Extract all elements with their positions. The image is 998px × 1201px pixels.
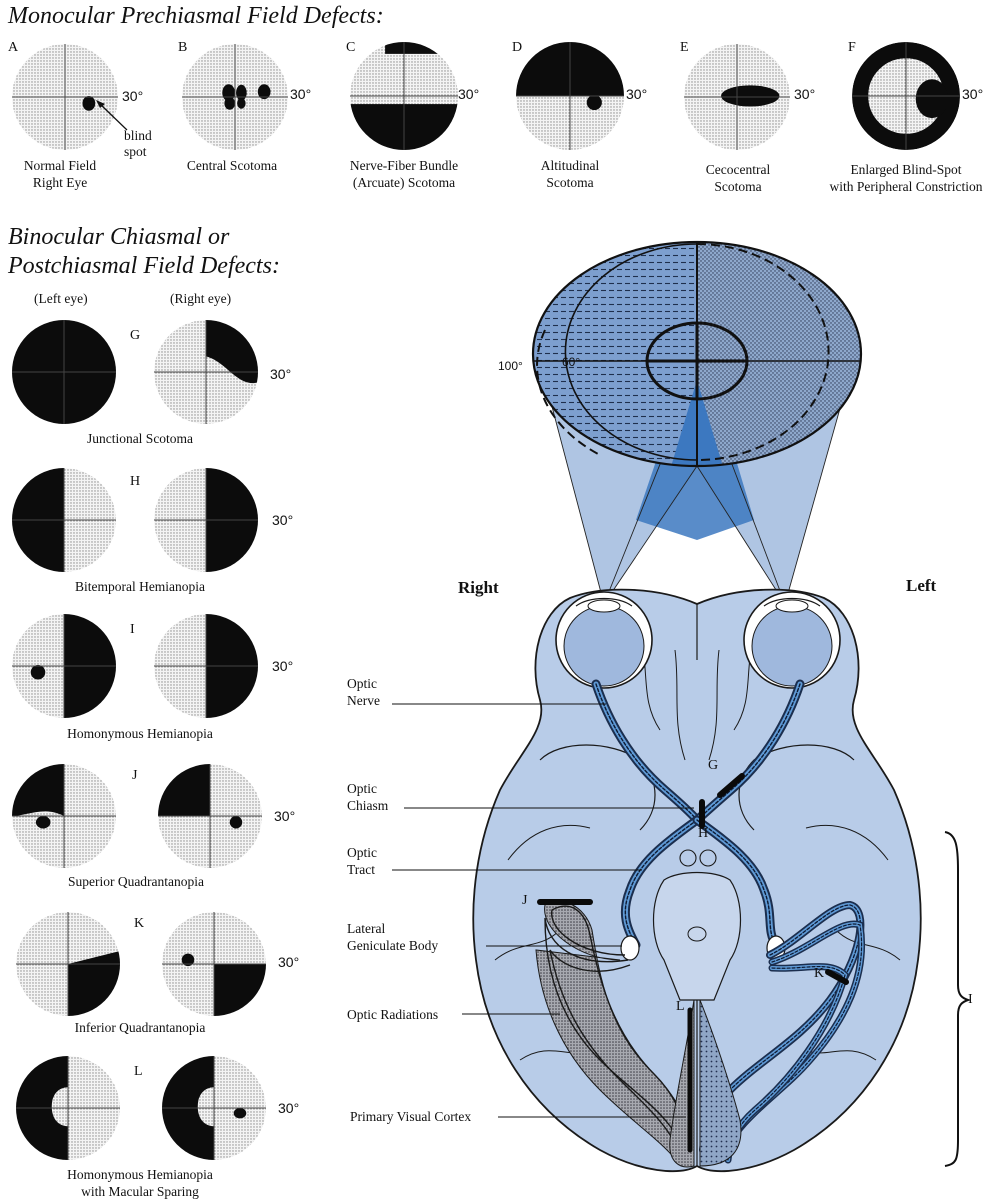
degree-label-i: 30° <box>272 658 294 674</box>
visual-field-i-left <box>12 614 116 718</box>
visual-field-j-left <box>12 764 116 868</box>
optic-tract-label-2: Tract <box>347 862 376 877</box>
optic-nerve-label-2: Nerve <box>347 693 380 708</box>
caption-a-2: Right Eye <box>32 175 88 190</box>
lesion-letter-i: I <box>968 992 973 1007</box>
visual-field-g-left <box>12 320 116 424</box>
field-letter-c: C <box>346 40 356 55</box>
primary-visual-cortex-label: Primary Visual Cortex <box>350 1109 472 1124</box>
degree-label-j: 30° <box>274 808 296 824</box>
optic-tract-label-1: Optic <box>347 845 377 860</box>
field-letter-h: H <box>130 474 141 489</box>
visual-field-e <box>684 44 790 150</box>
caption-f-2: with Peripheral Constriction <box>829 179 983 194</box>
optic-radiations-label: Optic Radiations <box>347 1007 439 1022</box>
optic-chiasm-label-1: Optic <box>347 781 377 796</box>
caption-g: Junctional Scotoma <box>86 431 194 446</box>
caption-a-1: Normal Field <box>23 158 97 173</box>
caption-d-1: Altitudinal <box>540 158 600 173</box>
degree-label-f: 30° <box>962 86 984 102</box>
left-eye-header: (Left eye) <box>34 291 88 306</box>
brainstem <box>652 871 742 1001</box>
degree-label-d: 30° <box>626 86 648 102</box>
visual-field-h-left <box>12 468 116 572</box>
degree-label-a: 30° <box>122 88 144 104</box>
visual-field-a <box>12 44 118 150</box>
visual-field-l-right <box>162 1056 266 1160</box>
right-eyeball <box>555 591 653 689</box>
caption-i: Homonymous Hemianopia <box>67 726 213 741</box>
degree-label-h: 30° <box>272 512 294 528</box>
degree-label-l: 30° <box>278 1100 300 1116</box>
visual-field-i-right <box>154 614 258 718</box>
visual-field-h-right <box>154 468 258 572</box>
field-letter-j: J <box>132 768 138 783</box>
binocular-heading-line2: Postchiasmal Field Defects: <box>8 253 280 279</box>
blind-spot-arrow <box>96 100 128 131</box>
caption-h: Bitemporal Hemianopia <box>74 579 206 594</box>
lesion-letter-g: G <box>708 758 719 773</box>
visual-field-k-left <box>16 912 120 1016</box>
caption-b-1: Central Scotoma <box>186 158 278 173</box>
angle-60-label: 60° <box>562 355 581 369</box>
caption-j: Superior Quadrantanopia <box>67 874 205 889</box>
caption-e-2: Scotoma <box>714 179 762 194</box>
degree-label-b: 30° <box>290 86 312 102</box>
optic-nerve-label-1: Optic <box>347 676 377 691</box>
left-primary-visual-cortex <box>699 999 742 1167</box>
degree-label-c: 30° <box>458 86 480 102</box>
caption-k: Inferior Quadrantanopia <box>74 1020 206 1035</box>
field-letter-i: I <box>130 622 135 637</box>
degree-label-g: 30° <box>270 366 292 382</box>
blind-spot-label-1: blind <box>124 128 152 143</box>
lesion-g-mark <box>717 773 745 798</box>
lesion-letter-l: L <box>676 999 685 1014</box>
caption-f-1: Enlarged Blind-Spot <box>850 162 962 177</box>
degree-label-e: 30° <box>794 86 816 102</box>
field-letter-d: D <box>512 40 523 55</box>
lesion-k-mark <box>825 969 849 985</box>
caption-l-1: Homonymous Hemianopia <box>67 1167 213 1182</box>
caption-c-2: (Arcuate) Scotoma <box>352 175 456 190</box>
field-letter-l: L <box>134 1064 143 1079</box>
caption-d-2: Scotoma <box>546 175 594 190</box>
left-eyeball <box>743 591 841 689</box>
field-letter-a: A <box>8 40 19 55</box>
visual-field-f <box>852 42 960 150</box>
visual-field-g-right <box>154 320 258 424</box>
side-label-right: Right <box>458 578 499 597</box>
visual-field-k-right <box>162 912 266 1016</box>
blind-spot-label-2: spot <box>124 144 147 159</box>
caption-l-2: with Macular Sparing <box>81 1184 199 1199</box>
visual-field-b <box>182 44 288 150</box>
field-letter-f: F <box>848 40 856 55</box>
visual-field-c <box>350 42 458 150</box>
monocular-heading: Monocular Prechiasmal Field Defects: <box>8 3 384 29</box>
lesion-letter-j: J <box>522 893 528 908</box>
bracket-i <box>944 831 972 1167</box>
right-lateral-geniculate-body <box>620 935 640 961</box>
visual-field-j-right <box>158 764 262 868</box>
field-letter-k: K <box>134 916 145 931</box>
angle-100-label: 100° <box>498 359 523 373</box>
lgb-label-1: Lateral <box>347 921 386 936</box>
degree-label-k: 30° <box>278 954 300 970</box>
visual-field-l-left <box>16 1056 120 1160</box>
field-letter-e: E <box>680 40 689 55</box>
caption-e-1: Cecocentral <box>705 162 771 177</box>
visual-field-d <box>516 42 624 150</box>
lesion-letter-h: H <box>698 826 709 841</box>
side-label-left: Left <box>906 576 937 595</box>
binocular-heading-line1: Binocular Chiasmal or <box>8 224 230 250</box>
field-letter-g: G <box>130 328 141 343</box>
lesion-letter-k: K <box>814 966 825 981</box>
optic-chiasm-label-2: Chiasm <box>347 798 389 813</box>
field-letter-b: B <box>178 40 188 55</box>
caption-c-1: Nerve-Fiber Bundle <box>349 158 459 173</box>
right-eye-header: (Right eye) <box>170 291 232 306</box>
lgb-label-2: Geniculate Body <box>347 938 439 953</box>
